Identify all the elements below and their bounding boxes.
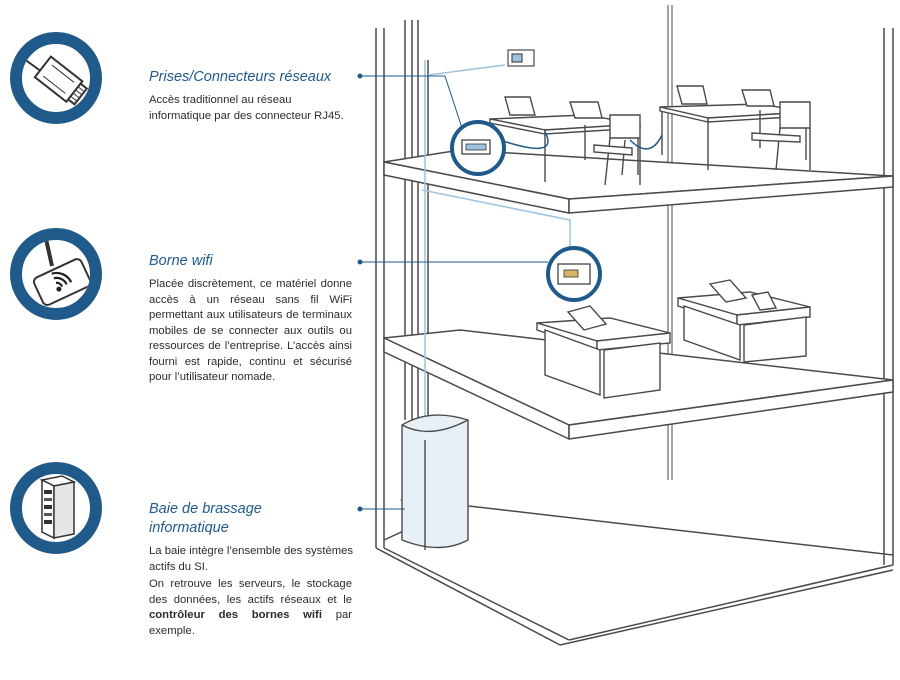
server-rack-icon bbox=[39, 475, 77, 540]
rj45-title: Prises/Connecteurs réseaux bbox=[149, 69, 332, 85]
rack-desc-start: On retrouve les serveurs, le stockage de… bbox=[149, 578, 352, 606]
rj45-description: Accès traditionnel au réseau informatiqu… bbox=[149, 94, 344, 122]
rack-desc-end: par exemple. bbox=[149, 609, 353, 637]
rack-title-line1: Baie de brassage bbox=[149, 501, 262, 517]
wifi-router-icon bbox=[32, 240, 90, 306]
wifi-description: Placée discrètement, ce matériel donne a… bbox=[149, 278, 352, 383]
wifi-title: Borne wifi bbox=[149, 253, 213, 269]
rack-description-2: On retrouve les serveurs, le stockage de… bbox=[149, 577, 352, 639]
rack-desc-bold: contrôleur des bornes wifi bbox=[149, 609, 322, 621]
rack-section: Baie de brassage informatique La baie in… bbox=[149, 500, 354, 639]
rack-title-line2: informatique bbox=[149, 520, 229, 536]
rack-description-1: La baie intègre l’ensemble des systèmes … bbox=[149, 545, 354, 573]
rj45-section: Prises/Connecteurs réseaux Accès traditi… bbox=[149, 68, 354, 124]
ethernet-plug-icon bbox=[22, 55, 89, 106]
wifi-section: Borne wifi Placée discrètement, ce matér… bbox=[149, 252, 354, 386]
rack-title: Baie de brassage informatique bbox=[149, 500, 354, 538]
